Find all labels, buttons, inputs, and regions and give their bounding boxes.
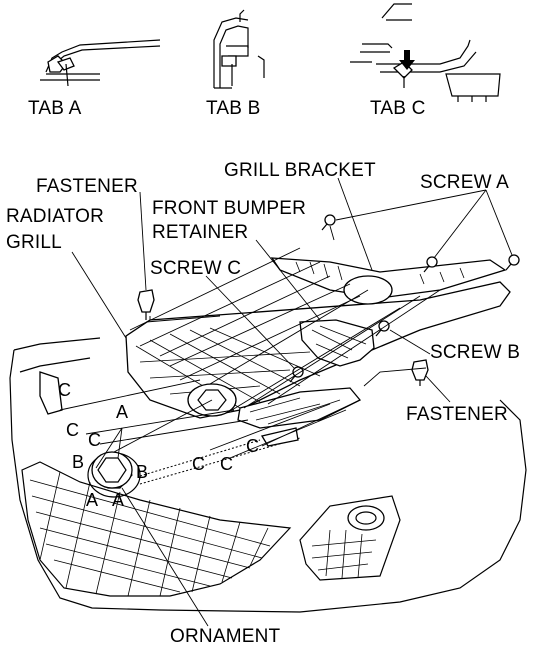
label-tab-a: TAB A (28, 98, 82, 119)
label-screw-c: SCREW C (150, 258, 241, 279)
label-radiator-grill-1: RADIATOR (6, 206, 104, 227)
label-tab-b: TAB B (206, 98, 261, 119)
callout-a-3: A (112, 490, 124, 510)
label-radiator-grill-2: GRILL (6, 232, 62, 253)
label-screw-a: SCREW A (420, 172, 509, 193)
screw-a-right (505, 254, 520, 271)
label-tab-c: TAB C (370, 98, 426, 119)
screw-a-mid (423, 256, 438, 273)
callout-c-4: C (192, 454, 205, 474)
callout-c-2: C (66, 420, 79, 440)
label-front-bumper-retainer-1: FRONT BUMPER (152, 198, 306, 219)
screw-c (289, 366, 304, 383)
label-screw-b: SCREW B (430, 342, 520, 363)
ornament-part (91, 451, 133, 489)
assembly-lines (59, 225, 441, 459)
callout-a-1: A (116, 402, 128, 422)
fastener-right (411, 359, 429, 386)
screw-a-left (321, 214, 336, 231)
callout-c-1: C (58, 380, 71, 400)
hardware (91, 214, 520, 489)
callout-b-1: B (72, 452, 84, 472)
callout-b-2: B (136, 462, 148, 482)
label-front-bumper-retainer-2: RETAINER (152, 222, 248, 243)
label-ornament: ORNAMENT (170, 626, 281, 647)
tab-a-detail (40, 39, 161, 87)
tab-b-detail (213, 9, 265, 89)
tab-c-detail (350, 3, 501, 102)
callout-c-3: C (88, 430, 101, 450)
label-fastener-top: FASTENER (36, 176, 138, 197)
label-grill-bracket: GRILL BRACKET (224, 160, 376, 181)
fastener-left (137, 289, 155, 320)
front-bumper-retainer (299, 319, 375, 367)
callouts: C C C A B B A A C C C (58, 380, 259, 510)
label-fastener-right: FASTENER (406, 404, 508, 425)
callout-c-5: C (220, 454, 233, 474)
labels: TAB A TAB B TAB C GRILL BRACKET FASTENER… (6, 98, 520, 647)
leader-lines (71, 177, 513, 627)
callout-a-2: A (86, 490, 98, 510)
callout-c-6: C (246, 436, 259, 456)
